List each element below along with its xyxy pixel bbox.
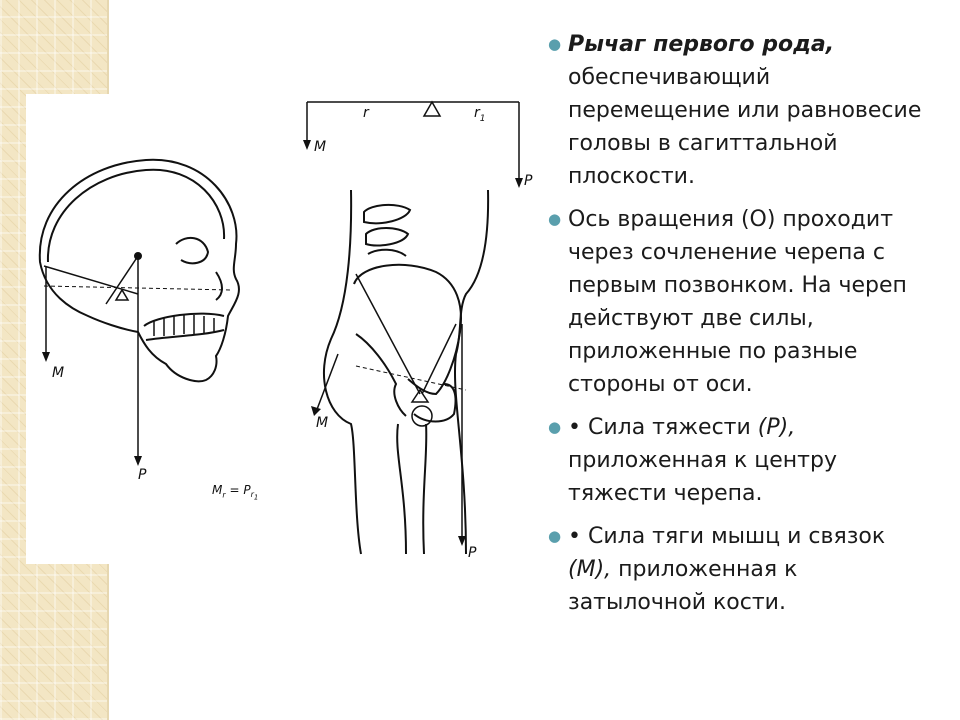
body-p-label: P [468, 545, 477, 561]
body-lever-dash [355, 365, 467, 391]
bullet-3-pre: • Сила тяжести [568, 415, 758, 440]
body-left-outline [323, 189, 362, 555]
bullet-icon: ● [548, 418, 562, 436]
face-profile [355, 333, 407, 417]
bullet-icon: ● [548, 527, 562, 545]
skull-m-label: M [52, 365, 65, 381]
moment-formula: Mr = Pr1 [212, 483, 259, 502]
vertebra-top [363, 204, 412, 257]
skull-lever-line [43, 265, 139, 295]
body-p-top-label: P [524, 173, 533, 189]
body-m-label: M [316, 415, 329, 431]
beam-right-arrowhead [515, 178, 523, 188]
body-pivot [410, 388, 430, 403]
body-m-arrow [315, 353, 339, 413]
bullet-icon: ● [548, 210, 562, 228]
beam-pivot [422, 100, 442, 117]
body-r1-label: r1 [474, 105, 486, 124]
skull-inner-line [46, 168, 226, 263]
skull-and-body-drawing [38, 100, 523, 555]
bullet-1-text: обеспечивающий перемещение или равновеси… [568, 65, 922, 189]
bullet-3-italic: (Р), [757, 415, 796, 440]
skull-p-arrowhead [134, 456, 142, 466]
atlas-joint [411, 405, 433, 427]
body-m-top-label: M [314, 139, 327, 155]
bullet-rotation-axis: ● Ось вращения (О) проходит через сочлен… [548, 203, 928, 401]
skull-orbit [175, 236, 210, 265]
bullet-4-pre: • Сила тяги мышц и связок [568, 524, 886, 549]
body-lever-right [421, 323, 457, 395]
skull-lever-diag [105, 255, 139, 305]
body-m-arrowhead [311, 406, 321, 416]
bullet-1-bold: Рычаг первого рода, [568, 32, 835, 57]
skull-jaw [143, 312, 225, 341]
beam-left-arrowhead [303, 140, 311, 150]
skull-teeth [153, 315, 215, 336]
text-panel: ● Рычаг первого рода, обеспечивающий пер… [548, 28, 928, 629]
bullet-4-post: приложенная к затылочной кости. [568, 557, 798, 615]
bullet-4-italic: (М), [568, 557, 612, 582]
bullet-2-text: Ось вращения (О) проходит через сочленен… [568, 207, 907, 397]
lever-illustration: M P M P r r1 M P Mr = Pr1 [26, 94, 538, 564]
bullet-gravity-force: ● • Сила тяжести (Р), приложенная к цент… [548, 411, 928, 510]
body-r-label: r [363, 105, 369, 121]
skull-lateral [353, 263, 462, 396]
body-p-arrowhead [458, 536, 466, 546]
vertebra-lower [396, 423, 428, 555]
bullet-icon: ● [548, 35, 562, 53]
bullet-lever-first-kind: ● Рычаг первого рода, обеспечивающий пер… [548, 28, 928, 193]
skull-p-label: P [138, 467, 147, 483]
jaw-lower [413, 383, 457, 423]
skull-center-dot [134, 252, 142, 260]
bullet-muscle-force: ● • Сила тяги мышц и связок (М), приложе… [548, 520, 928, 619]
skull-pivot [114, 288, 130, 301]
body-right-outline [453, 189, 490, 555]
skull-nasal [215, 271, 223, 301]
skull-m-arrowhead [42, 352, 50, 362]
skull-outline [38, 158, 240, 383]
bullet-3-post: приложенная к центру тяжести черепа. [568, 448, 837, 506]
body-lever-left [355, 273, 421, 395]
